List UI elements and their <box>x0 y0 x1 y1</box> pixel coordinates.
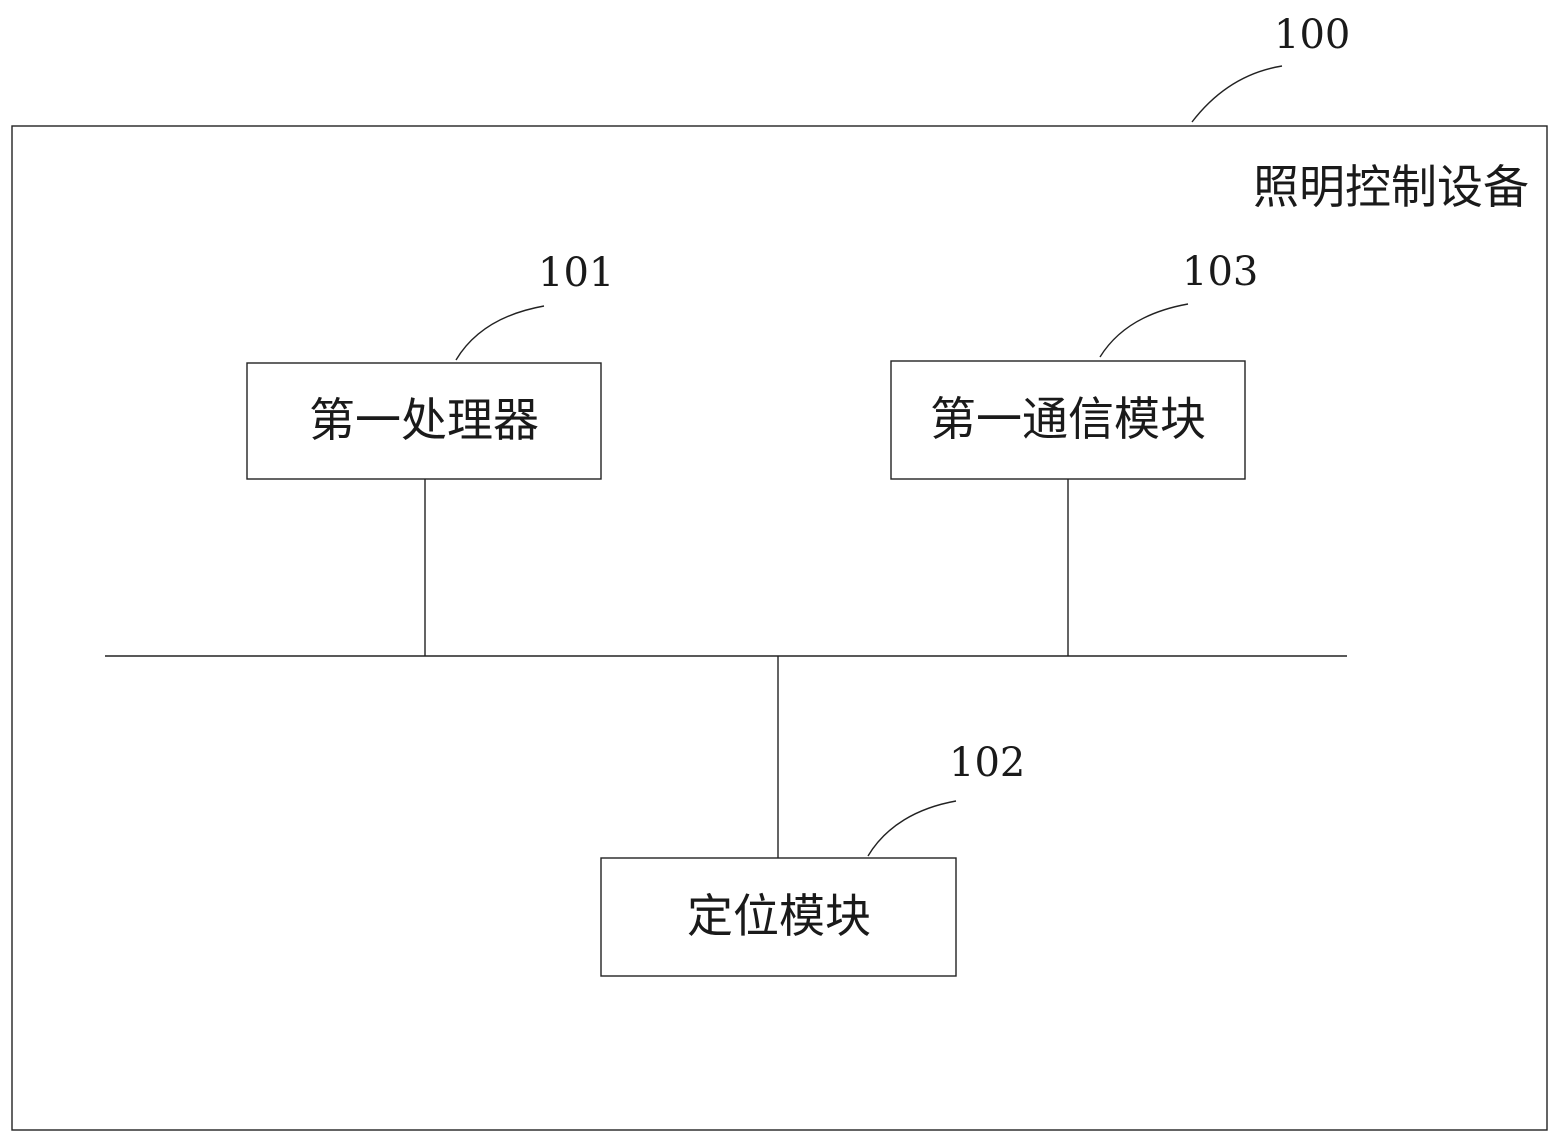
device-label: 照明控制设备 <box>1253 160 1529 214</box>
communication-label: 第一通信模块 <box>930 392 1206 446</box>
communication-module: 第一通信模块 103 <box>890 249 1258 480</box>
communication-ref-number: 103 <box>1182 249 1258 295</box>
processor-ref-leader <box>455 305 545 361</box>
positioning-ref-number: 102 <box>949 740 1025 786</box>
positioning-ref-leader <box>867 800 957 857</box>
positioning-module: 定位模块 102 <box>600 740 1025 977</box>
processor-ref-number: 101 <box>538 250 614 296</box>
communication-box <box>890 360 1246 480</box>
processor-module: 第一处理器 101 <box>246 250 614 480</box>
processor-label: 第一处理器 <box>309 393 539 447</box>
device-ref-leader <box>1191 65 1283 123</box>
positioning-box <box>600 857 957 977</box>
processor-box <box>246 362 602 480</box>
device-frame <box>11 125 1548 1131</box>
positioning-label: 定位模块 <box>687 889 871 943</box>
communication-ref-leader <box>1099 303 1189 358</box>
device-ref-number: 100 <box>1274 12 1350 58</box>
